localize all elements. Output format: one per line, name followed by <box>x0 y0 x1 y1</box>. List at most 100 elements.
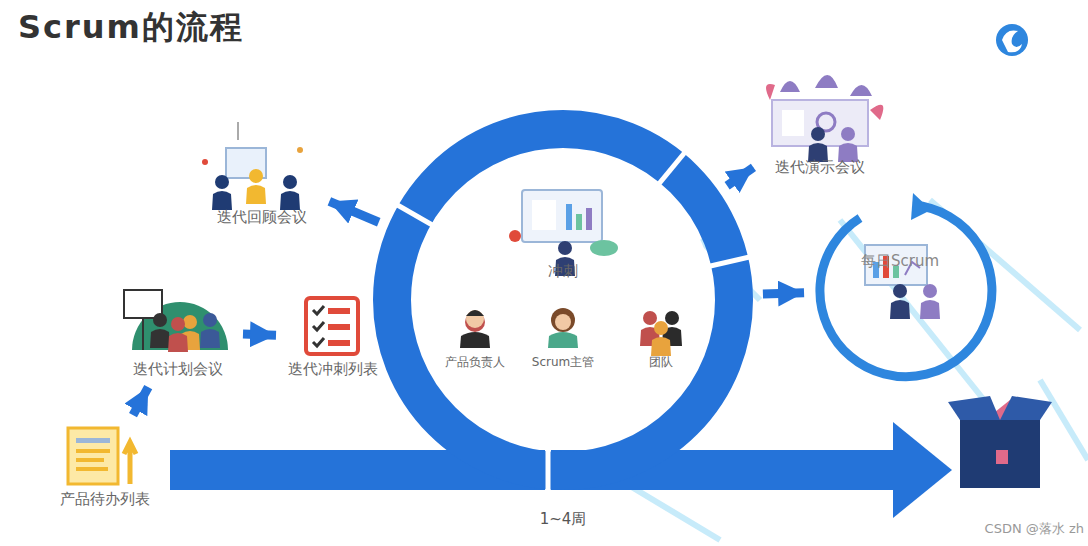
sprint-backlog-icon <box>306 298 358 354</box>
node-label: 每日Scrum <box>812 252 988 270</box>
sprint-backlog-icon <box>328 324 350 330</box>
daily-ring <box>820 193 992 377</box>
role-item: Scrum主管 <box>528 300 599 371</box>
backlog-icon <box>76 449 110 453</box>
main-flow-band <box>893 422 952 518</box>
node-label: 冲刺 <box>373 262 753 280</box>
scrum-master-icon <box>548 308 578 348</box>
retro-icon <box>246 169 266 204</box>
meeting-item: 迭代回顾会议 <box>202 118 322 228</box>
daily-illustration <box>920 284 940 319</box>
planning-icon <box>150 313 170 348</box>
retro-icon <box>246 169 266 204</box>
sprint-backlog-icon <box>328 340 350 346</box>
sprint-backlog-icon <box>306 298 358 354</box>
planning-icon <box>150 313 170 348</box>
planning-icon <box>168 317 188 352</box>
flow-arrow <box>243 334 276 335</box>
meeting-item: 迭代计划会议 <box>123 284 233 380</box>
deliverable-box <box>960 420 1040 488</box>
sprint-illustration <box>509 230 521 242</box>
node-label: 产品负责人 <box>445 355 505 369</box>
team-icon <box>640 311 682 356</box>
node-label: Scrum主管 <box>532 355 594 369</box>
scrum-master-icon <box>551 308 575 332</box>
retro-icon <box>297 147 303 153</box>
sprint-illustration <box>532 200 556 230</box>
retro-icon <box>237 122 239 140</box>
review-icon <box>838 127 858 162</box>
backlog-item: 产品待办列表 <box>56 424 154 510</box>
sprint-ring <box>392 129 734 471</box>
backlog-icon <box>124 442 136 484</box>
daily-circle: 每日Scrum <box>812 202 988 378</box>
team-icon <box>651 321 671 356</box>
flow-arrow <box>727 167 753 185</box>
sprint-illustration <box>566 204 572 230</box>
backlog-icon <box>68 428 118 484</box>
team-icon <box>651 321 671 356</box>
planning-icon <box>200 313 220 348</box>
flow-arrow <box>763 293 804 294</box>
review-icon <box>780 75 872 96</box>
sprint-ring <box>380 128 758 495</box>
backlog-icon <box>76 458 104 462</box>
list-item: 迭代冲刺列表 <box>284 294 382 380</box>
review-icon <box>808 127 828 162</box>
sprint-circle: 冲刺产品负责人 Scrum主管 团队 <box>373 110 753 490</box>
deliverable-box <box>948 396 1000 420</box>
daily-ring <box>820 205 992 377</box>
duration-label: 1~4周 <box>540 510 587 529</box>
deliverable-box <box>1000 396 1052 420</box>
review-icon <box>782 110 804 136</box>
meeting-item: 迭代演示会议 <box>760 64 880 178</box>
sprint-illustration <box>586 208 592 230</box>
backlog-icon <box>76 438 110 443</box>
node-label: 迭代冲刺列表 <box>288 360 378 378</box>
daily-ring <box>911 193 931 220</box>
planning-icon <box>200 313 220 348</box>
sprint-ring <box>546 445 551 495</box>
sprint-illustration <box>522 190 602 242</box>
planning-icon <box>124 290 228 352</box>
logo <box>996 24 1028 56</box>
sprint-backlog-icon <box>313 306 324 346</box>
sprint-ring <box>413 150 713 450</box>
node-label: 迭代演示会议 <box>775 158 865 176</box>
retro-icon <box>280 175 300 210</box>
node-label: 迭代回顾会议 <box>217 208 307 226</box>
sprint-illustration <box>590 240 618 256</box>
review-icon <box>838 127 858 162</box>
flow-arrow <box>133 387 148 415</box>
node-label: 迭代计划会议 <box>133 360 223 378</box>
retro-icon <box>202 159 208 165</box>
title: Scrum的流程 <box>18 6 244 50</box>
review-icon <box>766 75 883 162</box>
owner-icon <box>466 310 484 316</box>
node-label: 产品待办列表 <box>60 490 150 508</box>
retro-icon <box>280 175 300 210</box>
owner-icon <box>460 332 490 348</box>
deliverable-box <box>996 450 1008 464</box>
scrum-master-icon <box>555 314 571 330</box>
backlog-icon <box>76 467 108 471</box>
watermark: CSDN @落水 zh <box>985 520 1084 538</box>
deliverable-box <box>948 396 1052 488</box>
backlog-icon <box>68 428 136 484</box>
role-item: 团队 <box>633 300 689 371</box>
logo <box>1002 30 1022 52</box>
sprint-ring <box>380 128 758 495</box>
sprint-illustration <box>576 214 582 230</box>
review-icon <box>808 127 828 162</box>
planning-icon <box>124 290 162 318</box>
planning-icon <box>142 318 144 350</box>
logo <box>996 24 1028 56</box>
owner-icon <box>466 310 484 328</box>
sprint-backlog-icon <box>328 308 350 314</box>
node-label: 团队 <box>649 355 673 369</box>
daily-illustration <box>890 284 910 319</box>
